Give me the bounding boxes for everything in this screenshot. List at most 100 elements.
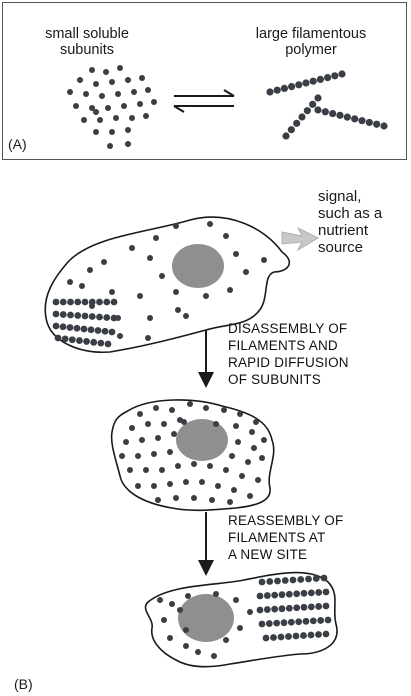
subunit-dot <box>285 633 292 640</box>
subunit-dot <box>329 110 336 117</box>
subunit-dot <box>203 405 209 411</box>
subunit-dot <box>131 89 137 95</box>
subunit-dot <box>102 328 109 335</box>
subunit-dot <box>151 483 157 489</box>
subunit-dot <box>81 117 87 123</box>
subunit-dot <box>207 221 213 227</box>
subunit-dot <box>322 108 329 115</box>
subunit-dot <box>298 113 305 120</box>
subunit-dot <box>293 590 300 597</box>
subunit-dot <box>288 619 295 626</box>
subunit-dot <box>183 627 189 633</box>
subunit-dot <box>153 235 159 241</box>
subunit-dot <box>338 70 345 77</box>
subunit-dot <box>239 473 245 479</box>
subunit-dot <box>151 99 157 105</box>
subunit-dot <box>111 315 118 322</box>
subunit-dot <box>223 637 229 643</box>
subunit-dot <box>74 299 81 306</box>
subunit-dot <box>173 289 179 295</box>
subunit-dot <box>173 495 179 501</box>
subunit-dot <box>297 576 304 583</box>
subunit-dot <box>259 621 266 628</box>
subunit-dot <box>247 493 253 499</box>
subunit-dot <box>380 122 387 129</box>
subunit-dot <box>308 589 315 596</box>
subunit-dot <box>125 141 131 147</box>
subunit-dot <box>209 497 215 503</box>
subunit-dot <box>282 577 289 584</box>
subunit-dot <box>231 487 237 493</box>
subunit-dot <box>127 467 133 473</box>
subunit-dot <box>109 329 116 336</box>
subunit-dot <box>310 78 317 85</box>
subunit-dot <box>155 435 161 441</box>
subunit-dot <box>167 481 173 487</box>
subunit-dot <box>53 299 60 306</box>
subunit-dot <box>213 421 219 427</box>
subunit-dot <box>293 604 300 611</box>
subunit-dot <box>314 106 321 113</box>
subunit-dot <box>266 620 273 627</box>
subunit-dot <box>301 590 308 597</box>
subunit-dot <box>315 631 322 638</box>
subunit-dot <box>159 273 165 279</box>
subunit-dot <box>251 445 257 451</box>
subunit-dot <box>308 632 315 639</box>
subunit-dot <box>358 117 365 124</box>
subunit-dot <box>105 341 112 348</box>
subunit-dot <box>295 618 302 625</box>
subunit-dot <box>55 335 62 342</box>
cell-1-filaments <box>53 299 118 348</box>
subunit-dot <box>83 91 89 97</box>
subunit-dot <box>93 109 99 115</box>
subunit-dot <box>83 338 90 345</box>
subunit-dot <box>288 126 295 133</box>
subunit-dot <box>137 101 143 107</box>
subunit-dot <box>314 94 321 101</box>
subunit-dot <box>213 591 219 597</box>
equilibrium-arrows-icon <box>174 90 234 112</box>
subunit-dot <box>121 103 127 109</box>
subunit-dot <box>274 578 281 585</box>
subunit-dot <box>175 307 181 313</box>
subunit-dot <box>325 617 332 624</box>
subunit-dot <box>315 603 322 610</box>
subunit-dot <box>111 299 118 306</box>
subunit-dot <box>119 453 125 459</box>
subunit-dot <box>270 634 277 641</box>
subunit-dot <box>82 313 89 320</box>
subunit-dot <box>195 649 201 655</box>
subunit-dot <box>271 606 278 613</box>
subunit-dot <box>171 431 177 437</box>
subunit-dot <box>313 575 320 582</box>
subunit-dot <box>88 326 95 333</box>
subunit-dot <box>135 483 141 489</box>
subunit-dot <box>373 121 380 128</box>
subunit-dot <box>302 79 309 86</box>
subunit-dot <box>247 609 253 615</box>
subunit-dot <box>259 455 265 461</box>
subunit-dot <box>139 75 145 81</box>
subunit-dot <box>273 620 280 627</box>
subunit-dot <box>74 325 81 332</box>
subunit-dot <box>266 578 273 585</box>
subunit-dot <box>351 115 358 122</box>
subunit-dot <box>151 451 157 457</box>
subunit-dot <box>169 407 175 413</box>
subunit-dot <box>266 88 273 95</box>
subunit-dot <box>259 579 266 586</box>
subunit-dot <box>187 401 193 407</box>
subunit-dot <box>278 634 285 641</box>
subunit-dot <box>315 589 322 596</box>
subunit-dot <box>245 459 251 465</box>
subunit-dot <box>323 603 330 610</box>
subunit-dot <box>301 604 308 611</box>
subunit-dot <box>143 467 149 473</box>
subunit-dot <box>300 632 307 639</box>
subunit-dot <box>221 407 227 413</box>
subunit-dot <box>183 479 189 485</box>
subunit-dot <box>77 77 83 83</box>
subunit-dot <box>281 85 288 92</box>
